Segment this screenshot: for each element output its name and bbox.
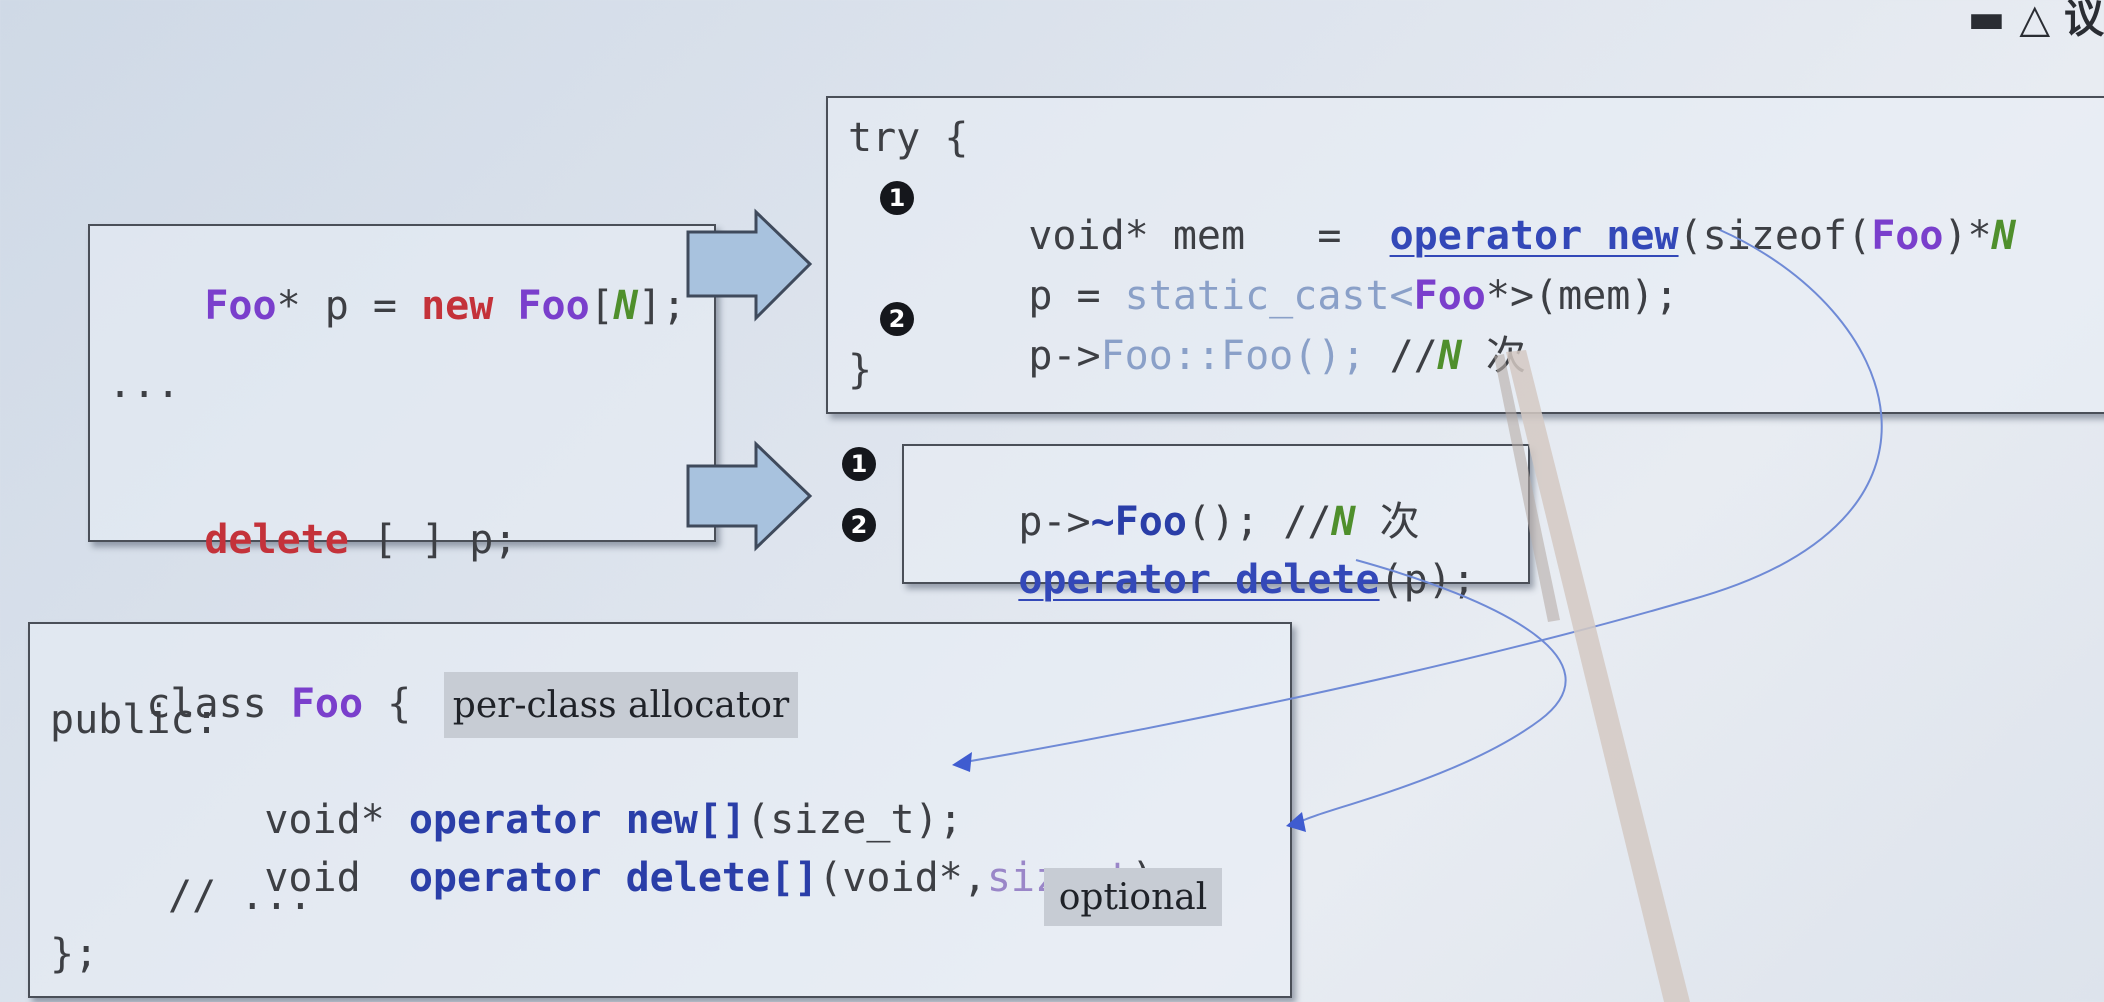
toolbar-corner-icons: ▬ △ 议 xyxy=(1967,0,2104,42)
link-operator-delete-arrowhead-icon xyxy=(1286,812,1306,832)
delete-block-box: p->~Foo(); //N 次 operator delete(p); xyxy=(902,444,1530,600)
op-new-decl-line: void* operator new[](size_t); xyxy=(264,797,963,843)
try-open-line: try { xyxy=(848,115,969,161)
operator-new-array-decl: operator new[] xyxy=(408,797,746,843)
expression-box: Foo* p = new Foo[N]; ... delete [ ] p; xyxy=(88,224,716,560)
operator-delete-array-decl: operator delete[] xyxy=(408,855,819,901)
step-badge-1: 1 xyxy=(880,181,914,215)
cast-line: p = static_cast<Foo*>(mem); xyxy=(1028,273,1679,319)
type-foo: Foo xyxy=(204,283,277,329)
dtor-call: ~Foo xyxy=(1090,499,1187,545)
try-close-line: } xyxy=(848,347,873,393)
optional-tag: optional xyxy=(1044,868,1222,926)
new-keyword: new xyxy=(421,283,494,329)
class-head-line: class Foo { xyxy=(146,681,412,727)
class-close-line: }; xyxy=(50,931,99,977)
operator-delete-call: operator delete xyxy=(1018,557,1380,603)
pointer-stick-icon xyxy=(1506,350,1690,1002)
free-line: operator delete(p); xyxy=(1018,557,1476,603)
delete-keyword: delete xyxy=(204,517,349,563)
delete-step-badge-1: 1 xyxy=(842,447,876,481)
ellipsis-line: ... xyxy=(108,361,181,407)
delete-expression-line: delete [ ] p; xyxy=(204,517,518,563)
operator-new-call: operator new xyxy=(1389,213,1679,259)
try-block-box: try { void* mem = operator new(sizeof(Fo… xyxy=(826,96,2104,414)
ctor-line: p->Foo::Foo(); //N 次 xyxy=(1028,333,1526,379)
public-line: public: xyxy=(50,697,219,743)
step-badge-2: 2 xyxy=(880,302,914,336)
pointer-stick-shadow-icon xyxy=(1494,354,1560,622)
link-operator-new-arrowhead-icon xyxy=(952,752,972,772)
new-expression-line: Foo* p = new Foo[N]; xyxy=(204,283,687,329)
link-operator-new-line xyxy=(964,229,1883,763)
class-name: Foo xyxy=(290,681,364,727)
alloc-line: void* mem = operator new(sizeof(Foo)*N xyxy=(1028,213,2016,259)
link-operator-delete-line xyxy=(1299,559,1567,823)
arrow-to-try-block-icon xyxy=(686,208,813,322)
n-symbol: N xyxy=(613,283,638,329)
per-class-allocator-tag: per-class allocator xyxy=(444,672,798,738)
dtor-line: p->~Foo(); //N 次 xyxy=(1018,499,1420,545)
delete-step-badge-2: 2 xyxy=(842,508,876,542)
comment-line: // ... xyxy=(168,873,313,919)
arrow-to-delete-block-icon xyxy=(686,440,813,552)
